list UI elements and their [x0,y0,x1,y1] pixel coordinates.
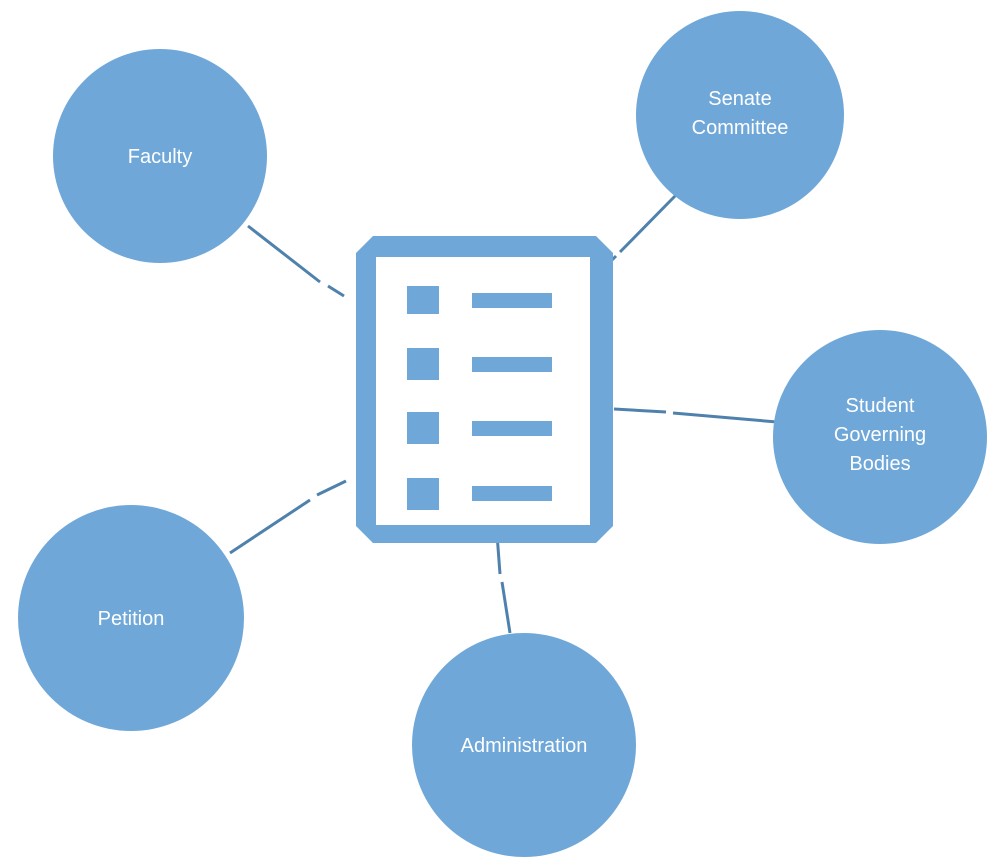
node-label: Petition [98,608,165,630]
node-label: Bodies [849,453,910,475]
connector-administration [495,533,512,634]
node-student-governing-bodies: Student Governing Bodies [773,330,987,544]
list-line-3 [472,421,552,436]
node-faculty: Faculty [53,49,267,263]
node-label: Administration [461,735,588,757]
node-label: Faculty [128,146,192,168]
checklist-document-icon [356,236,613,543]
node-label: Senate [708,88,771,110]
node-petition: Petition [18,505,244,731]
list-line-4 [472,486,552,501]
checkbox-3 [407,412,439,444]
list-line-1 [472,293,552,308]
node-label: Governing [834,424,926,446]
connectors [229,191,778,634]
connector-senate-committee [610,191,680,262]
checkbox-2 [407,348,439,380]
connector-student-governing-bodies [613,407,778,424]
connector-faculty [247,224,345,298]
checkbox-4 [407,478,439,510]
connector-petition [229,479,347,555]
node-administration: Administration [412,633,636,857]
node-senate-committee: Senate Committee [636,11,844,219]
node-label: Committee [692,117,789,139]
checkbox-1 [407,286,439,314]
list-line-2 [472,357,552,372]
node-label: Student [846,395,915,417]
